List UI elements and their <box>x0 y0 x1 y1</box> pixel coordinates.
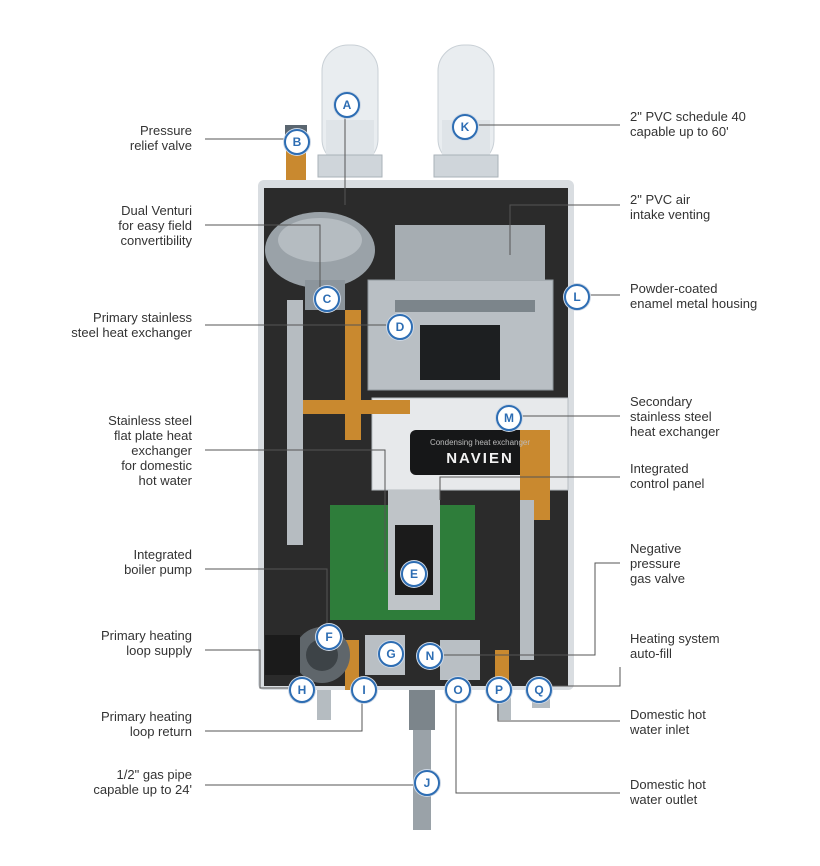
callout-badge-e: E <box>401 561 427 587</box>
panel-caption: Condensing heat exchanger <box>429 438 531 447</box>
callout-badge-j: J <box>414 770 440 796</box>
brand-logo: NAVIEN <box>446 450 514 467</box>
callout-badge-a: A <box>334 92 360 118</box>
callout-badge-g: G <box>378 641 404 667</box>
side-pipe <box>287 300 534 660</box>
callout-badge-k: K <box>452 114 478 140</box>
callout-badge-f: F <box>316 624 342 650</box>
control-board <box>330 490 475 620</box>
callout-badge-q: Q <box>526 677 552 703</box>
callout-badge-b: B <box>284 129 310 155</box>
callout-badge-n: N <box>417 643 443 669</box>
leader-lines <box>205 103 621 794</box>
gas-pipe <box>409 690 435 830</box>
callout-badge-o: O <box>445 677 471 703</box>
callout-badge-l: L <box>564 284 590 310</box>
callout-badge-p: P <box>486 677 512 703</box>
primary-heat-exchanger <box>367 225 554 391</box>
callout-badge-c: C <box>314 286 340 312</box>
intake-vent-pipe <box>433 44 499 178</box>
callout-badge-m: M <box>496 405 522 431</box>
callout-badge-i: I <box>351 677 377 703</box>
callout-badge-d: D <box>387 314 413 340</box>
callout-badge-h: H <box>289 677 315 703</box>
